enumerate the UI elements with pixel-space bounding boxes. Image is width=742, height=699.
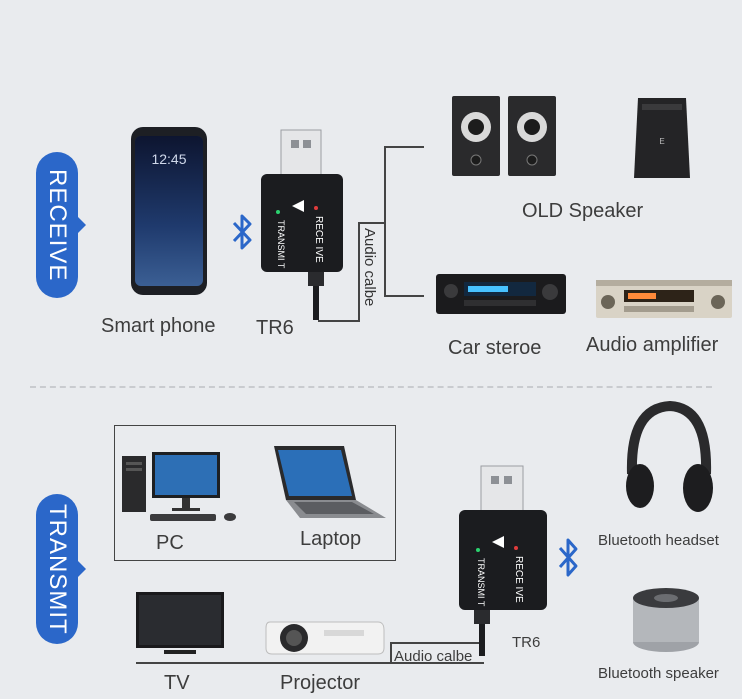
svg-text:E: E <box>659 137 664 146</box>
car-stereo-icon <box>436 274 566 314</box>
bluetooth-icon <box>558 538 578 577</box>
cable-line <box>318 320 360 322</box>
cable-line <box>390 642 392 664</box>
receive-device-label: TR6 <box>256 317 294 339</box>
transmit-mode-label: TRANSMIT <box>44 503 71 635</box>
receive-mode-tab: RECEIVE <box>36 152 86 298</box>
tv-icon <box>136 592 224 654</box>
laptop-label: Laptop <box>300 528 362 550</box>
bluetooth-icon <box>232 214 252 250</box>
smart-phone-label: Smart phone <box>101 315 216 337</box>
bluetooth-speaker-label: Bluetooth speaker <box>598 665 719 682</box>
headphones-icon <box>626 400 713 512</box>
section-divider <box>30 386 712 388</box>
amplifier-icon <box>596 280 732 318</box>
svg-text:12:45: 12:45 <box>151 151 186 167</box>
pc-label: PC <box>156 532 184 554</box>
svg-text:TRANSMI T: TRANSMI T <box>476 558 486 607</box>
bluetooth-headset-label: Bluetooth headset <box>598 532 719 549</box>
cable-line <box>136 662 484 664</box>
svg-text:TRANSMI T: TRANSMI T <box>276 220 286 269</box>
old-speaker-label: OLD Speaker <box>522 200 644 222</box>
round-speaker-icon <box>633 588 699 652</box>
usb-adapter-icon: RECE IVE TRANSMI T <box>261 129 343 320</box>
cable-line <box>384 146 386 296</box>
cable-line <box>390 642 482 644</box>
svg-text:RECE IVE: RECE IVE <box>313 216 324 263</box>
receive-mode-label: RECEIVE <box>44 168 71 282</box>
transmit-mode-tab: TRANSMIT <box>36 494 86 644</box>
projector-icon <box>265 621 385 655</box>
source-devices-box <box>114 425 396 561</box>
speaker-icon <box>452 96 556 176</box>
laptop-icon <box>274 446 386 518</box>
pc-icon <box>122 452 236 521</box>
receive-cable-label: Audio calbe <box>361 228 378 307</box>
cable-line <box>358 222 384 224</box>
svg-text:RECE IVE: RECE IVE <box>513 556 524 603</box>
car-stereo-label: Car steroe <box>448 337 542 359</box>
usb-adapter-icon: RECE IVE TRANSMI T <box>459 465 547 656</box>
transmit-device-label: TR6 <box>512 634 541 651</box>
audio-amplifier-label: Audio amplifier <box>586 334 719 356</box>
transmit-cable-label: Audio calbe <box>394 648 473 665</box>
tv-label: TV <box>164 672 190 694</box>
cable-line <box>384 295 424 297</box>
smartphone-icon: 12:45 <box>131 127 207 295</box>
speaker-icon: E <box>634 98 690 178</box>
projector-label: Projector <box>280 672 361 694</box>
cable-line <box>384 146 424 148</box>
cable-line <box>358 222 360 322</box>
